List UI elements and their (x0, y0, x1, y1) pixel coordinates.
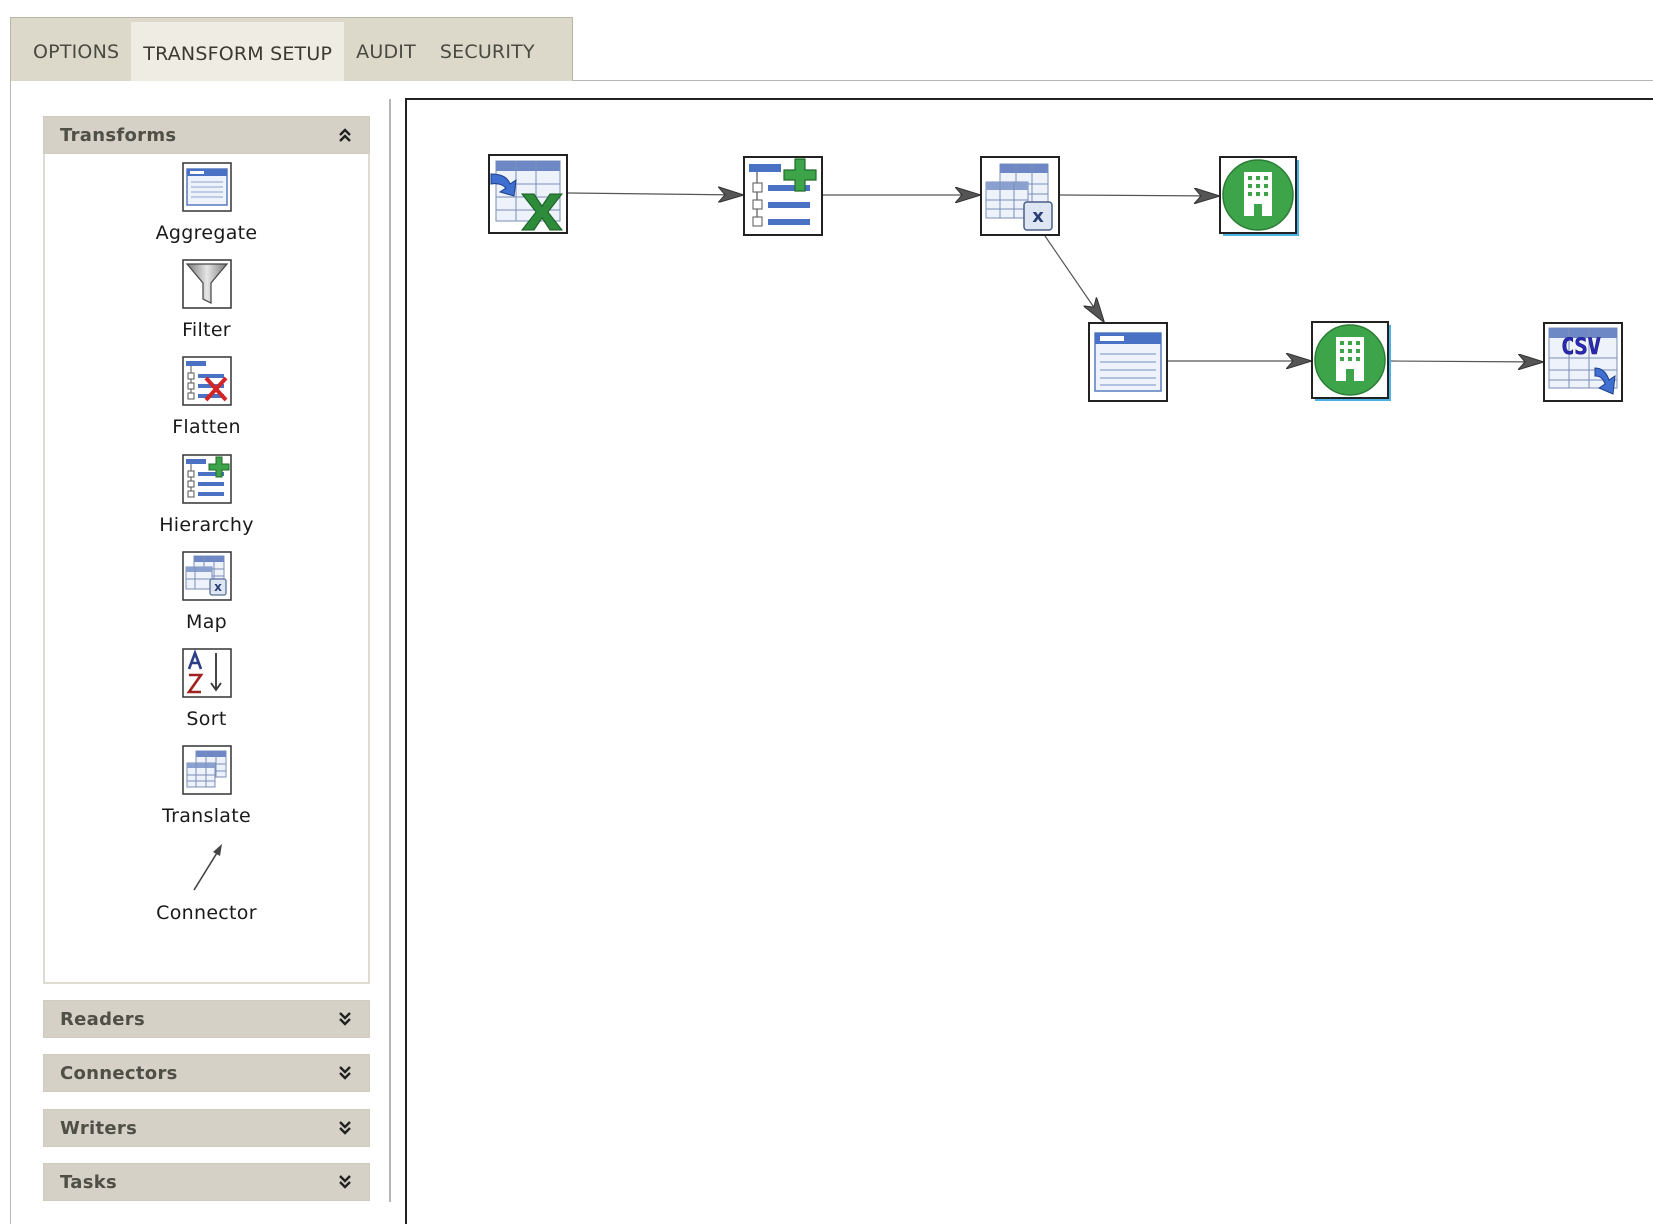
tool-label: Connector (156, 902, 257, 924)
svg-text:x: x (1032, 206, 1044, 227)
transforms-panel-header[interactable]: Transforms (43, 116, 370, 154)
hierarchy-icon (743, 156, 823, 236)
tool-filter[interactable]: Filter (45, 259, 368, 359)
building-icon (1311, 321, 1391, 401)
aggregate-icon (1088, 322, 1168, 402)
translate-icon (181, 745, 232, 795)
node-building-writer-2[interactable] (1311, 321, 1391, 401)
node-hierarchy[interactable] (743, 156, 823, 236)
tab-divider (573, 80, 1653, 81)
transforms-panel-body: Aggregate Filter (43, 154, 370, 984)
tool-sort[interactable]: Sort (45, 648, 368, 748)
writers-panel-title: Writers (60, 1117, 138, 1139)
tool-label: Map (186, 611, 227, 633)
chevron-double-down-icon[interactable] (337, 1173, 353, 1191)
tool-hierarchy[interactable]: Hierarchy (45, 454, 368, 554)
flatten-icon (181, 356, 232, 406)
tool-label: Filter (182, 319, 231, 341)
tool-label: Hierarchy (159, 514, 254, 536)
tab-security[interactable]: SECURITY (439, 40, 535, 63)
connectors-panel-header[interactable]: Connectors (43, 1054, 370, 1092)
node-csv-writer[interactable]: CSV (1543, 322, 1623, 402)
funnel-icon (181, 259, 232, 309)
chevron-double-up-icon[interactable] (337, 126, 353, 144)
edge-map-to-building[interactable] (1059, 195, 1219, 196)
edge-excel-to-hierarchy[interactable] (567, 193, 743, 195)
tasks-panel-header[interactable]: Tasks (43, 1163, 370, 1201)
map-icon: x (181, 551, 232, 601)
node-map[interactable]: x (980, 156, 1060, 236)
connector-arrow-icon (192, 844, 222, 891)
csv-icon-text: CSV (1561, 335, 1601, 360)
node-building-writer[interactable] (1219, 156, 1299, 236)
svg-text:x: x (214, 580, 222, 594)
tab-options[interactable]: OPTIONS (33, 40, 120, 63)
tool-connector[interactable]: Connector (45, 842, 368, 942)
edge-building-to-csv[interactable] (1390, 361, 1543, 362)
tool-aggregate[interactable]: Aggregate (45, 162, 368, 262)
chevron-double-down-icon[interactable] (337, 1064, 353, 1082)
workflow-canvas[interactable]: x (405, 98, 1653, 1224)
excel-reader-icon (488, 154, 568, 234)
tab-bar: OPTIONS TRANSFORM SETUP AUDIT SECURITY (10, 17, 573, 81)
tool-translate[interactable]: Translate (45, 745, 368, 845)
node-aggregate[interactable] (1088, 322, 1168, 402)
transforms-panel-title: Transforms (60, 124, 177, 146)
tool-label: Translate (162, 805, 251, 827)
aggregate-icon (181, 162, 232, 212)
map-icon: x (980, 156, 1060, 236)
tool-label: Aggregate (155, 222, 258, 244)
workflow-edges (567, 100, 1653, 1224)
tool-map[interactable]: x Map (45, 551, 368, 651)
tool-flatten[interactable]: Flatten (45, 356, 368, 456)
tasks-panel-title: Tasks (60, 1171, 118, 1193)
tool-label: Flatten (172, 416, 241, 438)
chevron-double-down-icon[interactable] (337, 1119, 353, 1137)
readers-panel-title: Readers (60, 1008, 145, 1030)
tab-transform-setup[interactable]: TRANSFORM SETUP (131, 22, 345, 81)
csv-writer-icon: CSV (1543, 322, 1623, 402)
sidebar-splitter[interactable] (389, 99, 391, 1202)
tool-label: Sort (186, 708, 227, 730)
hierarchy-icon (181, 454, 232, 504)
sort-az-icon (181, 648, 232, 698)
writers-panel-header[interactable]: Writers (43, 1109, 370, 1147)
connectors-panel-title: Connectors (60, 1062, 178, 1084)
readers-panel-header[interactable]: Readers (43, 1000, 370, 1038)
chevron-double-down-icon[interactable] (337, 1010, 353, 1028)
building-icon (1219, 156, 1299, 236)
tab-audit[interactable]: AUDIT (356, 40, 416, 63)
node-excel-reader[interactable] (488, 154, 568, 234)
edge-map-to-aggregate[interactable] (1044, 235, 1104, 322)
page-left-border (10, 80, 11, 1224)
sidebar: Transforms Aggregate (43, 116, 370, 984)
